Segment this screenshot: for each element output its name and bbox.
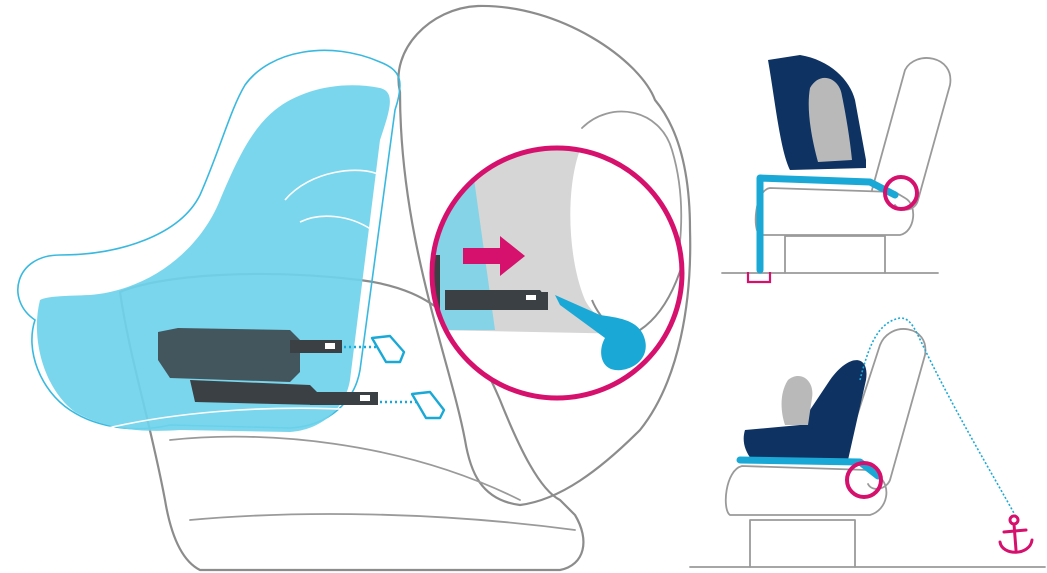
zoom-magnifier [430, 140, 690, 410]
seat-pedestal-top [785, 236, 885, 273]
seat-cushion-bottom [726, 466, 887, 515]
anchor-icon [1000, 516, 1032, 552]
isofix-anchor-lower [412, 392, 444, 418]
child-seat-shell [37, 85, 390, 432]
support-leg-illustration [722, 55, 950, 282]
child-grey-bottom [782, 376, 813, 425]
seat-pedestal-bottom [750, 520, 855, 567]
main-illustration [18, 6, 690, 570]
top-tether-illustration [690, 318, 1045, 567]
top-tether-strap [860, 318, 1015, 515]
isofix-anchor-upper [372, 336, 404, 362]
vehicle-seat-cushion-fold [170, 437, 520, 500]
vehicle-seat-cushion-fold-2 [190, 514, 575, 530]
